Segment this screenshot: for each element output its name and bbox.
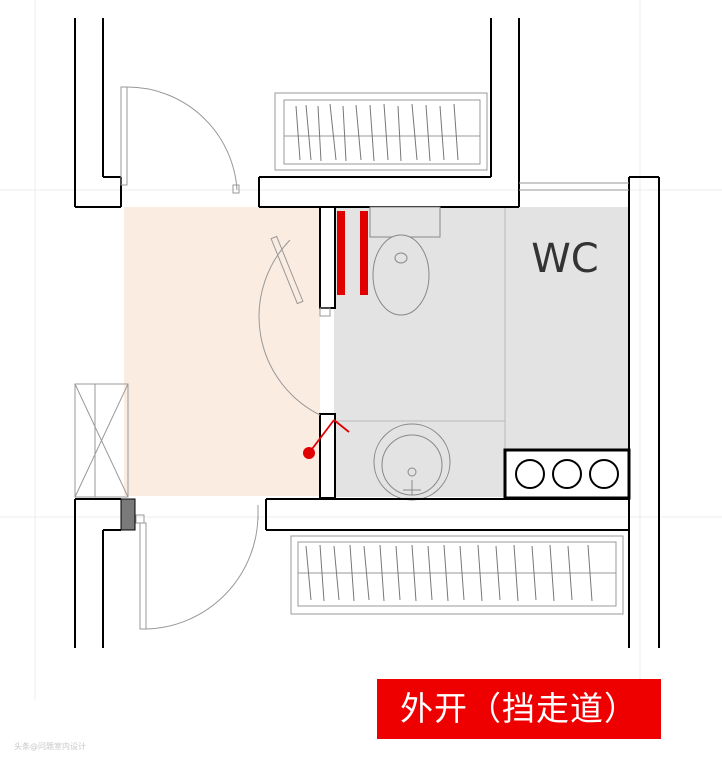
wall-top-left xyxy=(74,18,122,208)
watermark: 头条@问题室内设计 xyxy=(14,742,86,751)
bottom-door-swing-icon xyxy=(135,505,259,630)
wall-top-right xyxy=(258,18,520,208)
room-label: WC xyxy=(531,236,598,282)
door-swing-icon xyxy=(120,86,240,194)
wardrobe-bottom-icon xyxy=(290,535,624,615)
wall-right xyxy=(628,176,660,648)
wardrobe-icon xyxy=(274,92,488,171)
window-lines xyxy=(519,182,629,191)
column-block xyxy=(120,498,136,531)
washbasin-icon xyxy=(373,423,451,501)
stove-burners-icon xyxy=(503,448,631,500)
left-shaft xyxy=(74,383,129,498)
wall-bottom-middle xyxy=(265,498,629,531)
wall-bottom-left xyxy=(74,498,121,648)
door-indicator-red xyxy=(303,419,350,459)
caption-banner: 外开（挡走道） xyxy=(377,679,661,739)
toilet-icon xyxy=(369,206,441,316)
wc-door-swing-icon xyxy=(258,235,331,416)
highlight-bars xyxy=(337,211,368,295)
corridor-area xyxy=(124,207,320,496)
wc-door-jamb xyxy=(319,206,336,499)
